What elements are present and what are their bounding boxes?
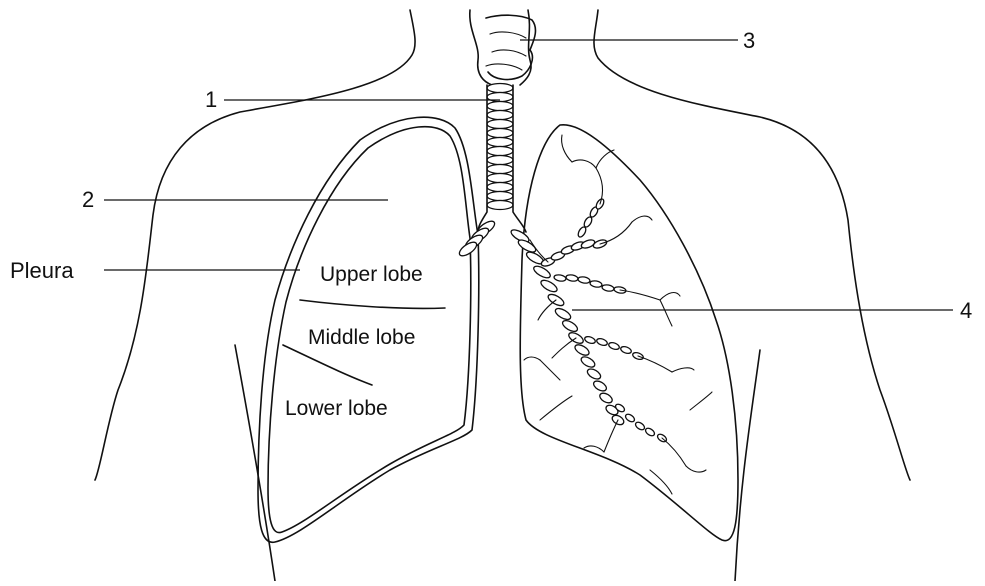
cartilage-ring xyxy=(620,345,632,354)
middle-lobe-label: Middle lobe xyxy=(308,326,415,349)
cartilage-ring xyxy=(608,341,620,350)
cartilage-ring xyxy=(596,337,608,346)
cartilage-ring xyxy=(554,274,567,282)
cartilage-ring xyxy=(532,264,552,280)
bronchiole-branches xyxy=(524,135,712,494)
cartilage-ring xyxy=(592,379,608,393)
bronchiole xyxy=(524,357,540,360)
oblique-fissure xyxy=(283,345,372,385)
bronchiole xyxy=(660,293,680,300)
cartilage-ring xyxy=(634,421,646,432)
bronchiole xyxy=(632,216,652,222)
cartilage-ring xyxy=(487,192,513,201)
cartilage-ring xyxy=(487,183,513,192)
callout-1: 1 xyxy=(205,87,217,112)
cartilage-ring xyxy=(598,391,614,405)
pleura-label: Pleura xyxy=(10,258,74,283)
bronchiole xyxy=(596,168,603,204)
bronchiole xyxy=(572,160,596,168)
left-lung xyxy=(520,125,738,541)
bronchiole xyxy=(604,420,618,452)
callout-4: 4 xyxy=(960,298,972,323)
cartilage-ring xyxy=(487,120,513,129)
cartilage-ring xyxy=(487,156,513,165)
cartilage-ring xyxy=(561,318,579,333)
cartilage-ring xyxy=(578,276,591,284)
cartilage-ring xyxy=(487,147,513,156)
cartilage-ring xyxy=(487,111,513,120)
bronchiole xyxy=(690,392,712,410)
bronchiole xyxy=(552,338,576,358)
cartilage-ring xyxy=(624,413,636,424)
callout-2: 2 xyxy=(82,187,94,212)
trachea-wall-right xyxy=(513,85,526,232)
cartilage-ring xyxy=(487,165,513,174)
cartilage-ring xyxy=(586,367,603,381)
leader-lines xyxy=(104,40,953,310)
cartilage-ring xyxy=(487,201,513,210)
cartilage-ring xyxy=(566,274,579,282)
bronchiole xyxy=(540,396,572,420)
cartilage-ring xyxy=(644,427,656,438)
bronchiole xyxy=(672,368,694,372)
cartilage-ring xyxy=(487,129,513,138)
bronchial-tree xyxy=(457,198,668,444)
cartilage-ring xyxy=(487,174,513,183)
larynx xyxy=(470,10,536,85)
trachea-wall-left xyxy=(478,85,487,232)
bronchiole xyxy=(660,300,672,326)
cartilage-ring xyxy=(539,278,559,294)
cartilage-ring xyxy=(573,343,590,358)
cartilage-ring xyxy=(584,335,596,344)
lower-lobe-label: Lower lobe xyxy=(285,397,388,420)
bronchiole xyxy=(650,470,672,494)
horizontal-fissure xyxy=(300,300,445,308)
cartilage-ring xyxy=(590,280,603,288)
cartilage-ring xyxy=(487,138,513,147)
cartilage-ring xyxy=(487,84,513,93)
bronchiole xyxy=(540,360,560,380)
callout-3: 3 xyxy=(743,28,755,53)
upper-lobe-label: Upper lobe xyxy=(320,263,423,286)
cartilage-ring xyxy=(602,284,615,292)
cartilage-ring xyxy=(487,102,513,111)
trachea xyxy=(478,84,526,233)
bronchiole xyxy=(662,438,686,466)
cartilage-ring xyxy=(554,306,573,321)
bronchiole xyxy=(562,135,572,162)
cartilage-ring xyxy=(580,355,597,369)
bronchiole xyxy=(686,466,706,472)
